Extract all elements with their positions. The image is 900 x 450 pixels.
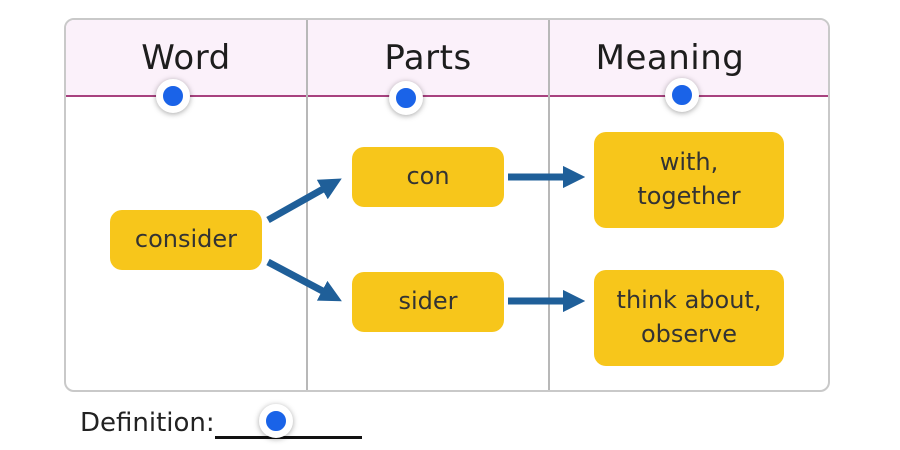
word-box: consider <box>110 210 262 270</box>
word-answer-marker[interactable] <box>156 79 190 113</box>
column-header-word: Word <box>141 38 231 78</box>
part-box-root: sider <box>352 272 504 332</box>
definition-label: Definition: <box>80 408 215 438</box>
part-box-prefix: con <box>352 147 504 207</box>
column-divider <box>548 20 550 390</box>
column-divider <box>306 20 308 390</box>
definition-answer-marker[interactable] <box>259 404 293 438</box>
word-parts-table: Word Parts Meaning <box>64 18 830 392</box>
definition-input-line[interactable] <box>215 436 362 439</box>
meaning-box-prefix: with, together <box>594 132 784 228</box>
meaning-answer-marker[interactable] <box>665 78 699 112</box>
arrow-word-to-part-1 <box>266 178 342 224</box>
arrow-word-to-part-2 <box>266 258 342 302</box>
meaning-box-root: think about, observe <box>594 270 784 366</box>
column-header-parts: Parts <box>384 38 472 78</box>
table-header-row <box>66 20 828 97</box>
column-header-meaning: Meaning <box>595 38 745 78</box>
parts-answer-marker[interactable] <box>389 81 423 115</box>
